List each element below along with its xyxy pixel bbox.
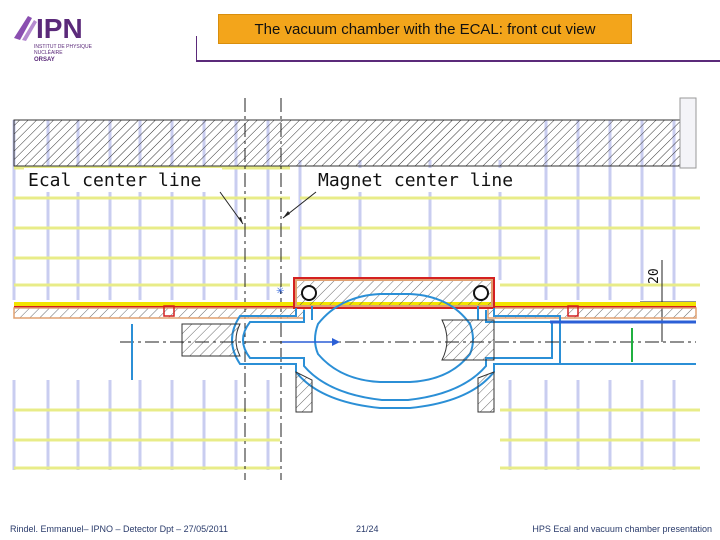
title-divider: [196, 60, 720, 62]
magnet-label-bg: [314, 168, 536, 192]
dimension-20: 20: [647, 268, 662, 284]
footer-author: Rindel. Emmanuel– IPNO – Detector Dpt – …: [10, 524, 228, 534]
magnet-center-label: Magnet center line: [318, 170, 513, 191]
logo-subtitle: INSTITUT DE PHYSIQUE NUCLÉAIRE: [34, 44, 92, 56]
lower-right-hatch: [477, 371, 495, 413]
title-divider-vertical: [196, 36, 197, 62]
cad-drawing: Ecal center line Magnet center line 20 ✳: [12, 97, 700, 480]
o-ring-left: [301, 285, 317, 301]
chamber-top-flange: [293, 277, 495, 309]
chamber-top-flange-inner: [295, 279, 493, 307]
o-ring-right: [473, 285, 489, 301]
ecal-arrowhead: [238, 217, 243, 224]
bolt-left: [163, 305, 175, 317]
ecal-label-bg: [24, 168, 222, 192]
bolt-right: [567, 305, 579, 317]
upper-right-flange: [487, 307, 697, 319]
magnet-arrowhead: [283, 211, 290, 218]
left-hatched-wall: [181, 323, 241, 357]
footer-page-number: 21/24: [356, 524, 379, 534]
logo-location: ORSAY: [34, 57, 55, 63]
magnet-pole-hatch: [13, 119, 697, 167]
footer-presentation-title: HPS Ecal and vacuum chamber presentation: [532, 524, 712, 534]
beam-arrowhead: [332, 338, 340, 346]
ipn-logo: IPN INSTITUT DE PHYSIQUE NUCLÉAIRE ORSAY: [4, 8, 100, 64]
crosshair-mark: ✳: [276, 286, 284, 297]
lower-left-hatch: [295, 371, 313, 413]
frame-corner: [679, 97, 697, 169]
ecal-center-label: Ecal center line: [28, 170, 201, 191]
slide-title: The vacuum chamber with the ECAL: front …: [218, 14, 632, 44]
logo-text: IPN: [36, 13, 83, 42]
right-hatched-wall: [441, 319, 495, 361]
ipn-logo-mark: IPN: [14, 13, 83, 42]
